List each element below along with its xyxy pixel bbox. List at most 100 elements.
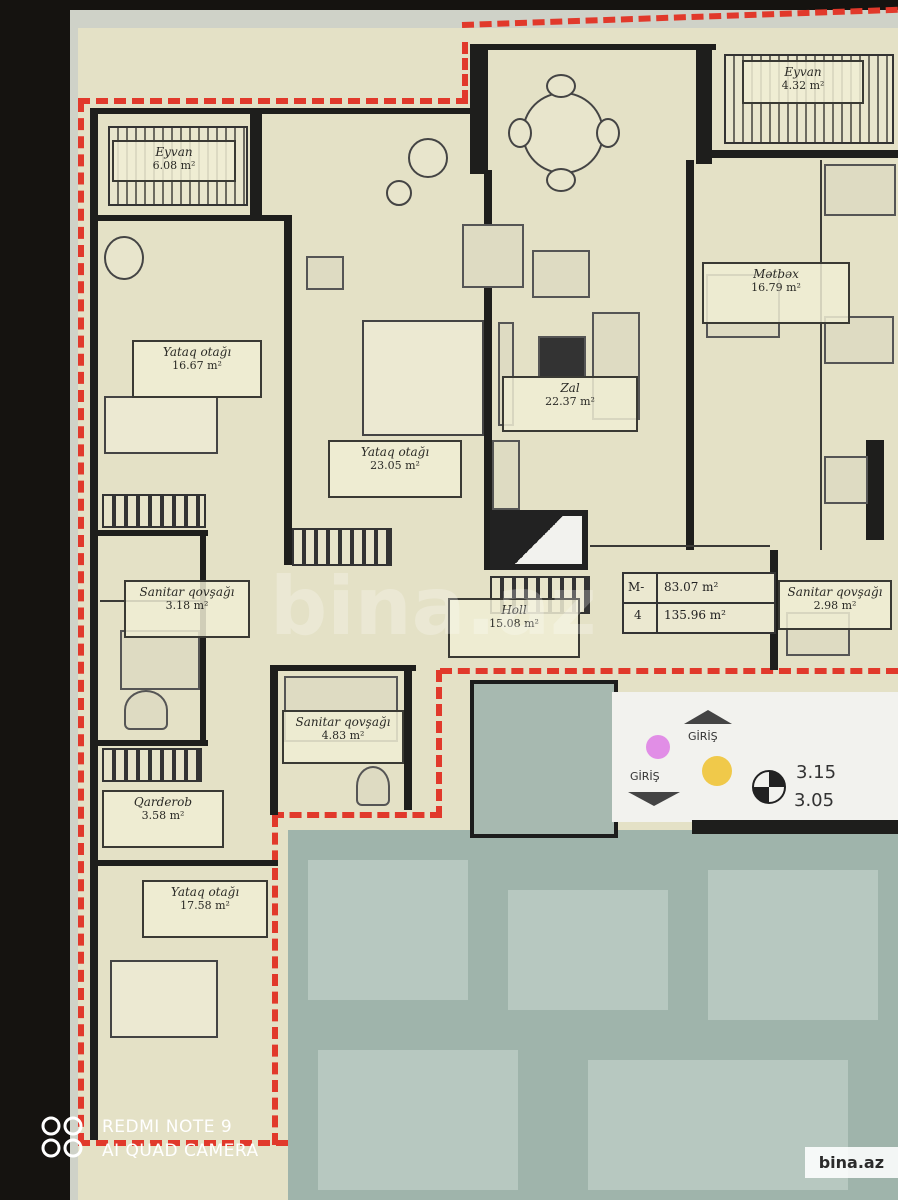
wall bbox=[404, 665, 412, 810]
center-watermark: bina.az bbox=[270, 560, 597, 653]
room-label-balcony-left: Eyvan 6.08 m² bbox=[112, 140, 236, 182]
site-watermark: bina.az bbox=[804, 1147, 898, 1178]
room-area: 3.58 m² bbox=[141, 809, 185, 823]
room-area: 22.37 m² bbox=[545, 395, 595, 409]
room-label-balcony-right: Eyvan 4.32 m² bbox=[742, 60, 864, 104]
coffee-table bbox=[538, 336, 586, 378]
room-area: 3.18 m² bbox=[165, 599, 209, 613]
wall bbox=[692, 820, 898, 834]
apartment-boundary-inner-v bbox=[272, 815, 278, 1145]
room-label-bath-1: Sanitar qovşağı 3.18 m² bbox=[124, 580, 250, 638]
dining-table bbox=[522, 92, 604, 174]
level-bottom: 3.05 bbox=[794, 790, 835, 811]
room-name: Yataq otağı bbox=[360, 445, 430, 459]
summary-living-area: 83.07 m² bbox=[664, 580, 719, 594]
partition bbox=[496, 516, 582, 564]
armchair bbox=[408, 138, 448, 178]
summary-m-label: M- bbox=[628, 580, 645, 594]
room-area: 2.98 m² bbox=[813, 599, 857, 613]
entrance-dot-pink bbox=[646, 735, 670, 759]
room-label-bedroom-2: Yataq otağı 23.05 m² bbox=[328, 440, 462, 498]
camera-watermark: REDMI NOTE 9 AI QUAD CAMERA bbox=[40, 1115, 290, 1165]
room-area: 15.08 m² bbox=[489, 617, 539, 631]
room-area: 16.67 m² bbox=[172, 359, 222, 373]
camera-model: REDMI NOTE 9 bbox=[102, 1117, 233, 1137]
room-area: 4.32 m² bbox=[781, 79, 825, 93]
bed bbox=[110, 960, 218, 1038]
wall bbox=[98, 740, 208, 746]
summary-total-area: 135.96 m² bbox=[664, 608, 726, 622]
wall bbox=[284, 215, 292, 565]
wall bbox=[90, 110, 98, 1140]
armchair bbox=[532, 250, 590, 298]
room-name: Yataq otağı bbox=[162, 345, 232, 359]
radiator bbox=[102, 748, 202, 782]
wall bbox=[270, 665, 278, 815]
wall bbox=[250, 108, 262, 218]
wall bbox=[98, 215, 288, 221]
wall bbox=[866, 440, 884, 540]
room-name: Mətbəx bbox=[753, 267, 799, 281]
bed bbox=[104, 396, 218, 454]
chair bbox=[508, 118, 532, 148]
desk bbox=[306, 256, 344, 290]
wall bbox=[276, 665, 416, 671]
entrance-arrow-down-icon bbox=[628, 792, 680, 806]
level-marker-icon bbox=[752, 770, 786, 804]
wall bbox=[484, 170, 492, 570]
kitchen-counter bbox=[824, 316, 894, 364]
bathtub bbox=[120, 630, 200, 690]
wall bbox=[262, 108, 472, 114]
armchair bbox=[104, 236, 144, 280]
room-name: Holl bbox=[501, 603, 527, 617]
room-name: Sanitar qovşağı bbox=[295, 715, 391, 729]
wall bbox=[700, 150, 898, 158]
radiator bbox=[292, 528, 392, 566]
apartment-boundary-bottom bbox=[78, 1140, 288, 1146]
quad-camera-icon bbox=[41, 1116, 83, 1158]
room-label-bedroom-1: Yataq otağı 16.67 m² bbox=[132, 340, 262, 398]
area-summary-table: M- 83.07 m² 4 135.96 m² bbox=[622, 572, 776, 634]
wall bbox=[470, 44, 488, 174]
courtyard-area bbox=[288, 830, 898, 1200]
wall bbox=[686, 160, 694, 550]
room-area: 17.58 m² bbox=[180, 899, 230, 913]
room-area: 4.83 m² bbox=[321, 729, 365, 743]
radiator bbox=[102, 494, 206, 528]
wardrobe bbox=[492, 440, 520, 510]
entrance-label-bottom: GİRİŞ bbox=[630, 770, 660, 783]
chair bbox=[546, 168, 576, 192]
room-name: Sanitar qovşağı bbox=[139, 585, 235, 599]
room-label-living: Zal 22.37 m² bbox=[502, 376, 638, 432]
room-label-wardrobe: Qarderob 3.58 m² bbox=[102, 790, 224, 848]
toilet bbox=[356, 766, 390, 806]
entrance-arrow-up-icon bbox=[684, 710, 732, 724]
room-label-hall: Holl 15.08 m² bbox=[448, 598, 580, 658]
entrance-dot-yellow bbox=[702, 756, 732, 786]
room-name: Eyvan bbox=[784, 65, 822, 79]
entrance-label-top: GİRİŞ bbox=[688, 730, 718, 743]
toilet bbox=[124, 690, 168, 730]
wardrobe bbox=[462, 224, 524, 288]
apartment-boundary-top-left bbox=[78, 98, 468, 104]
wall bbox=[98, 860, 278, 866]
stairwell bbox=[470, 680, 618, 838]
apartment-boundary-left bbox=[78, 100, 84, 1145]
room-label-bath-2: Sanitar qovşağı 4.83 m² bbox=[282, 710, 404, 764]
room-name: Eyvan bbox=[155, 145, 193, 159]
room-label-kitchen: Mətbəx 16.79 m² bbox=[702, 262, 850, 324]
plant bbox=[386, 180, 412, 206]
room-area: 6.08 m² bbox=[152, 159, 196, 173]
apartment-boundary-core-v bbox=[436, 670, 442, 818]
level-top: 3.15 bbox=[796, 762, 837, 783]
wall bbox=[90, 108, 250, 114]
partition bbox=[590, 545, 770, 547]
room-name: Yataq otağı bbox=[170, 885, 240, 899]
wall bbox=[696, 44, 712, 164]
room-area: 16.79 m² bbox=[751, 281, 801, 295]
apartment-boundary-step bbox=[462, 42, 468, 102]
summary-divider-h bbox=[624, 602, 774, 604]
bed bbox=[362, 320, 484, 436]
room-area: 23.05 m² bbox=[370, 459, 420, 473]
chair bbox=[546, 74, 576, 98]
